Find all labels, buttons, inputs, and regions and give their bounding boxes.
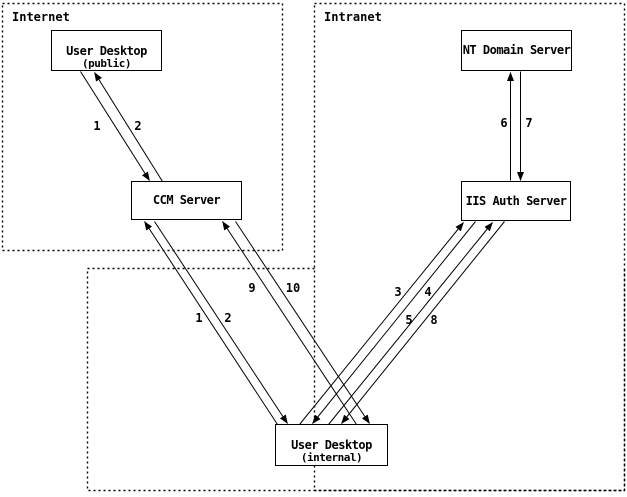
zone-border-internal-network — [86, 267, 626, 492]
node-title: IIS Auth Server — [465, 193, 567, 208]
edge-5-internal-desktop-to-iis — [328, 222, 493, 425]
edge-2-ccm-to-internal-desktop — [154, 221, 288, 424]
edge-9-internal-desktop-to-ccm — [222, 221, 357, 425]
edge-label-5-internal-desktop-to-iis: 5 — [405, 313, 413, 327]
edge-label-2-ccm-to-public-desktop: 2 — [134, 119, 142, 133]
node-nt-domain-server: NT Domain Server — [461, 30, 572, 71]
edge-2-ccm-to-public-desktop — [94, 72, 163, 182]
edge-1-internal-desktop-to-ccm — [144, 221, 278, 425]
edge-1-public-desktop-to-ccm — [80, 71, 150, 181]
node-subtitle: (internal) — [300, 451, 363, 464]
node-user-desktop-internal: User Desktop (internal) — [275, 424, 388, 466]
edge-label-2-ccm-to-internal-desktop: 2 — [224, 311, 232, 325]
zone-border-intranet — [313, 2, 626, 492]
edge-10-ccm-to-internal-desktop — [235, 221, 370, 424]
edge-label-6-iis-to-nt-domain: 6 — [500, 116, 508, 130]
node-title: User Desktop — [66, 43, 147, 58]
zone-label-intranet: Intranet — [324, 10, 382, 24]
zone-label-internet: Internet — [12, 10, 70, 24]
edge-label-10-ccm-to-internal-desktop: 10 — [285, 281, 301, 295]
edge-label-1-internal-desktop-to-ccm: 1 — [195, 311, 203, 325]
edge-label-3-internal-desktop-to-iis: 3 — [394, 285, 402, 299]
node-title: CCM Server — [152, 193, 221, 207]
edge-3-internal-desktop-to-iis — [299, 222, 464, 425]
edge-label-8-iis-to-internal-desktop: 8 — [430, 313, 438, 327]
node-title: User Desktop — [291, 438, 372, 452]
node-iis-auth-server: IIS Auth Server — [461, 181, 571, 221]
edge-label-4-iis-to-internal-desktop: 4 — [424, 285, 432, 299]
edge-4-iis-to-internal-desktop — [312, 221, 476, 424]
node-subtitle: (public) — [82, 56, 131, 70]
zone-border-internet — [1, 2, 284, 252]
edge-label-9-internal-desktop-to-ccm: 9 — [248, 281, 256, 295]
edge-label-7-nt-domain-to-iis: 7 — [525, 116, 533, 130]
edge-8-iis-to-internal-desktop — [341, 221, 505, 424]
edge-label-1-public-desktop-to-ccm: 1 — [93, 119, 101, 133]
node-user-desktop-public: User Desktop (public) — [51, 30, 162, 71]
node-ccm-server: CCM Server — [131, 181, 242, 220]
node-title: NT Domain Server — [462, 43, 571, 57]
